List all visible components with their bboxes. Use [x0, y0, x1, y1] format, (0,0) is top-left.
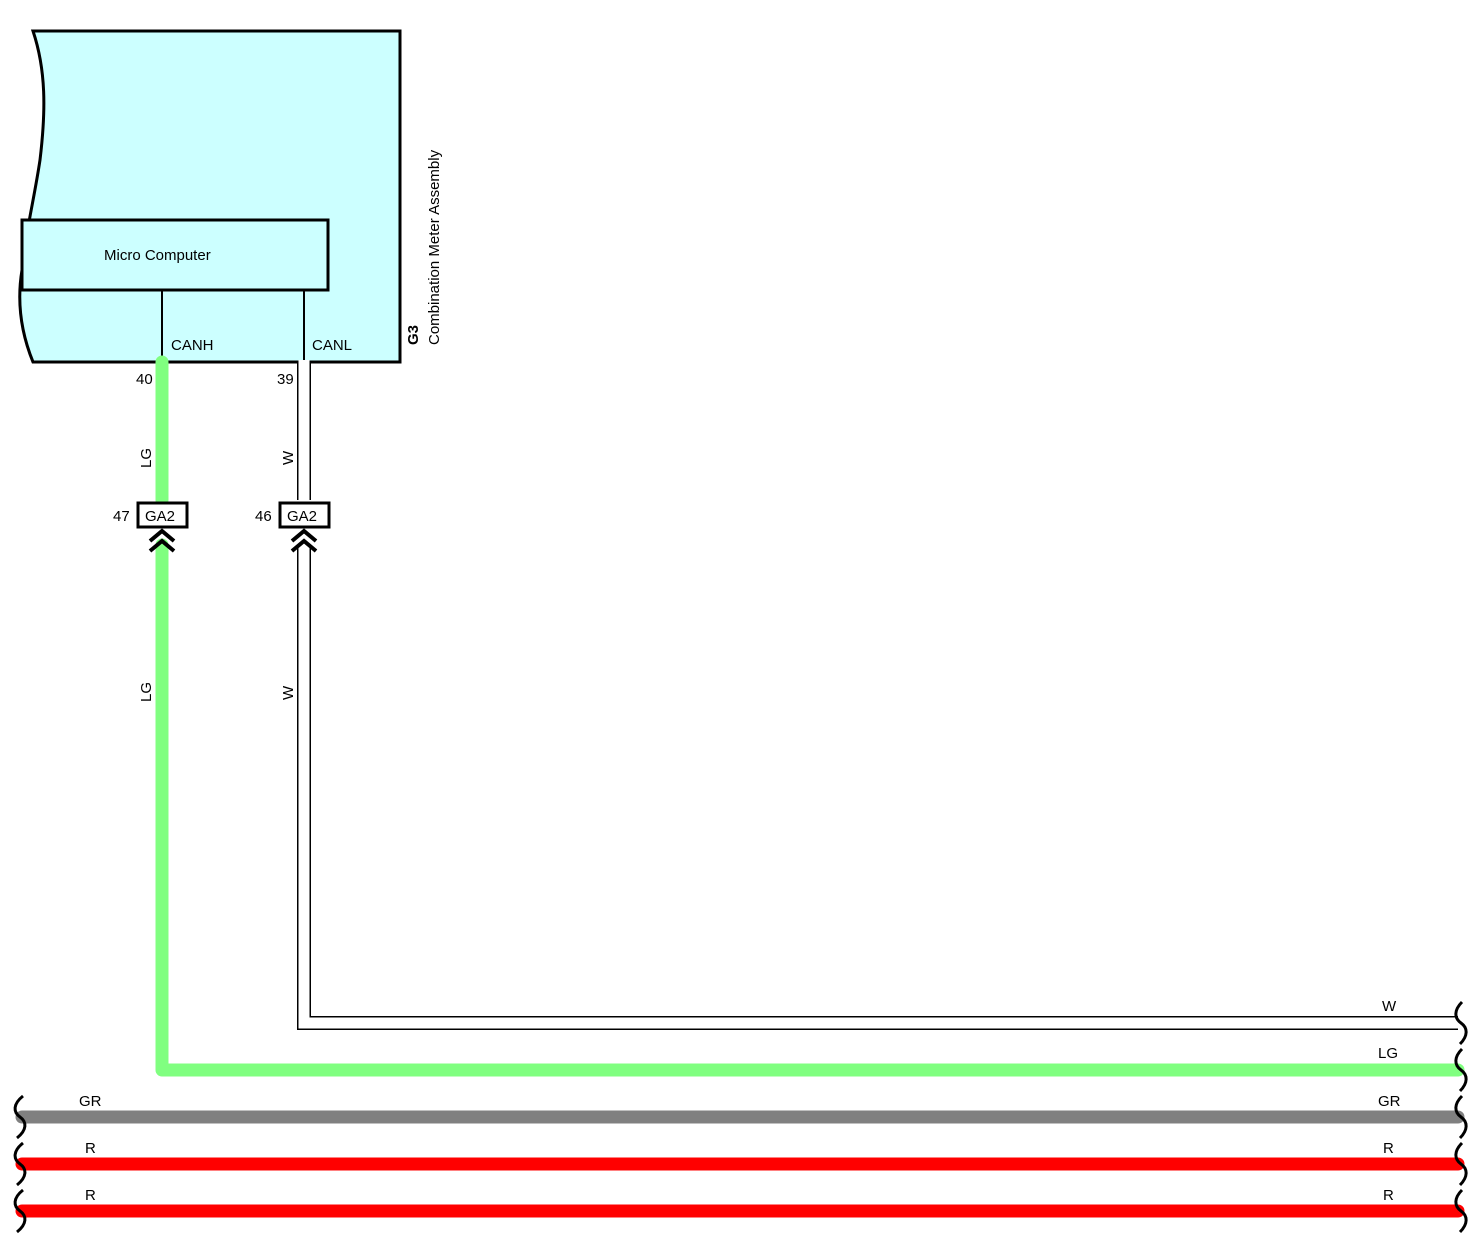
pin-name-canh: CANH [171, 337, 214, 354]
pin-number-40: 40 [136, 371, 153, 388]
right-break-marks [1454, 1000, 1468, 1234]
break-mark-icon [1454, 1141, 1468, 1187]
micro-computer-label: Micro Computer [104, 247, 211, 264]
canl-run-right-label: W [1382, 998, 1397, 1015]
connector-ga2-47-label: GA2 [145, 508, 175, 525]
canh-wire [155, 355, 1465, 1077]
break-mark-icon [13, 1188, 27, 1234]
connector-ga2-46 [278, 501, 331, 529]
bus-r1-left-label: R [85, 1140, 96, 1157]
break-mark-icon [1454, 1000, 1468, 1046]
canl-upper-color-label: W [280, 450, 297, 465]
break-mark-icon [1454, 1094, 1468, 1140]
canh-upper-color-label: LG [138, 448, 155, 468]
bus-r2-right-label: R [1383, 1187, 1394, 1204]
bus-gr-left-label: GR [79, 1093, 102, 1110]
canl-wire-core [298, 360, 1460, 1029]
left-break-marks [13, 1094, 27, 1234]
break-mark-icon [13, 1094, 27, 1140]
connector-ga2-46-label: GA2 [287, 508, 317, 525]
break-mark-icon [1454, 1047, 1468, 1093]
component-body [18, 29, 402, 364]
bus-r2-left-label: R [85, 1187, 96, 1204]
pin-name-canl: CANL [312, 337, 352, 354]
break-mark-icon [13, 1141, 27, 1187]
pin-number-39: 39 [277, 371, 294, 388]
bus-r1-right-label: R [1383, 1140, 1394, 1157]
micro-computer-block [20, 218, 330, 292]
connector-ga2-47-pin: 47 [113, 508, 130, 525]
break-mark-icon [1454, 1188, 1468, 1234]
connector-ga2-46-pin: 46 [255, 508, 272, 525]
canl-lower-color-label: W [280, 685, 297, 700]
bus-gr-right-label: GR [1378, 1093, 1401, 1110]
canh-run-right-label: LG [1378, 1045, 1398, 1062]
connector-ga2-47-arrow-icon [148, 528, 176, 553]
component-name: Combination Meter Assembly [426, 149, 443, 345]
connector-ga2-46-arrow-icon [290, 528, 318, 553]
connector-ga2-47 [136, 501, 189, 529]
component-code: G3 [405, 325, 422, 345]
canh-lower-color-label: LG [138, 682, 155, 702]
canl-wire-outline [297, 362, 1458, 1030]
